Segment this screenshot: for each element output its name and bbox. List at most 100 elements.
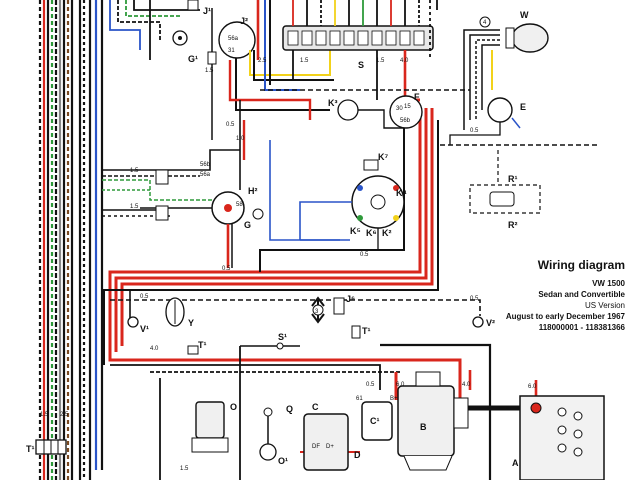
glbl-19: 0.5 [360,252,369,258]
k3-component: K³ [328,98,404,129]
t1-label: T¹ [362,326,371,336]
e-label: E [520,102,526,112]
d-label: D [354,450,361,460]
s1-switch: S¹ [240,332,300,350]
j2-component: J² 56a 31 [218,16,256,59]
y-label: Y [188,318,194,328]
glbl-11: 0.5 [366,382,375,388]
glbl-12: 6.0 [396,382,405,388]
version-line: US Version [584,301,625,310]
glbl-7: 4.0 [400,58,409,64]
j6-label: J⁶ [346,294,355,304]
starter-motor: B [397,371,469,471]
left-harness [38,0,104,480]
k5-label: K⁵ [350,226,361,236]
reg-b: B+ [390,396,398,402]
glbl-9: 4.0 [150,346,159,352]
body-line: Sedan and Convertible [538,290,625,299]
model-line: VW 1500 [592,279,625,288]
j1-label: J¹ [203,6,211,16]
g1-label: G¹ [188,54,198,64]
wiper-motor: W 4 [463,10,549,130]
fuse-box-label: S [358,60,364,70]
glbl-10: 0.5 [140,294,149,300]
rear-light-row [110,290,481,318]
glbl-22: 1.5 [180,466,189,472]
gauge-labels: 1.5 0.5 1.0 2.5 1.5 1.5 4.0 0.5 4.0 0.5 … [40,58,537,472]
g1-component: G¹ [172,30,198,64]
glbl-8: 0.5 [222,266,231,272]
j2-label: J² [240,16,248,26]
y-interior-light: Y [165,297,194,328]
period-line: August to early December 1967 [505,312,625,321]
j6-num: 3 [315,309,319,315]
wiper-switch: E [449,97,526,145]
bottom-wires [110,343,538,480]
fuse-box: S [282,25,434,70]
b-label: B [420,422,427,432]
glbl-5: 1.5 [300,58,309,64]
small-relays: 56b 56a [155,162,211,221]
s1-label: S¹ [278,332,287,342]
t1-mid: T¹ [187,340,207,355]
gen-df: DF [312,444,320,450]
w-label: W [520,10,529,20]
k7-label: K⁷ [378,152,388,162]
o-label: O [230,402,237,412]
k4-label: K⁴ [396,188,407,198]
red-main-harness [108,98,434,362]
regulator: C¹ 61 B+ [356,396,398,441]
j6-sender: 3 J⁶ [311,294,355,324]
j1-component: J¹ [187,0,217,140]
title-block: Wiring diagram VW 1500 Sedan and Convert… [505,258,625,333]
k2-label: K² [382,228,392,238]
black-main-harness [103,110,439,365]
headlight-switch: H² G [102,179,264,268]
radio-box: R¹ R² [469,150,541,230]
o1-label: O¹ [278,456,288,466]
glbl-20: 1.5 [40,412,49,418]
t1-connector: T¹ [351,325,371,339]
glbl-1: 1.5 [205,68,214,74]
v2-light: V² [472,316,495,328]
distributor: O¹ Q [259,404,293,466]
glbl-18: 1.5 [130,204,139,210]
glbl-15: 0.5 [470,296,479,302]
c1-label: C¹ [370,416,380,426]
t1-left-label: T¹ [26,444,35,454]
glbl-6: 1.5 [376,58,385,64]
lbl-56b: 56b [200,162,211,168]
r2-label: R² [508,220,518,230]
chassis-line: 118000001 - 118381366 [538,323,625,332]
glbl-24: 58 [236,202,243,208]
v1-label: V¹ [140,324,149,334]
f-label: F [414,92,420,102]
v2-label: V² [486,318,495,328]
j2-49a: 56a [228,36,239,42]
glbl-2: 0.5 [226,122,235,128]
f-30: 30 [396,106,403,112]
lbl-56a: 56a [200,172,211,178]
glbl-13: 4.0 [462,382,471,388]
glbl-4: 2.5 [258,58,267,64]
f-56b: 56b [400,118,411,124]
glbl-16: 0.5 [470,128,479,134]
ignition-coil: O [191,401,237,453]
r1-label: R¹ [508,174,518,184]
c-label: C [312,402,319,412]
battery: A 25.0 [498,395,605,480]
wiper-num-4: 4 [483,20,487,26]
glbl-23: 15 [404,104,411,110]
battery-cable-25: 25.0 [498,406,510,412]
glbl-17: 1.5 [130,168,139,174]
fuse-top-wires [292,0,438,110]
f-relay: F 30 56b [389,92,423,129]
h2-label: H² [248,186,258,196]
v1-light: V¹ [127,316,149,334]
q-label: Q [286,404,293,414]
diagram-title: Wiring diagram [537,258,625,272]
instrument-cluster: K⁷ K⁴ K⁵ K⁶ K² [299,152,407,250]
top-left-wires [109,0,200,60]
